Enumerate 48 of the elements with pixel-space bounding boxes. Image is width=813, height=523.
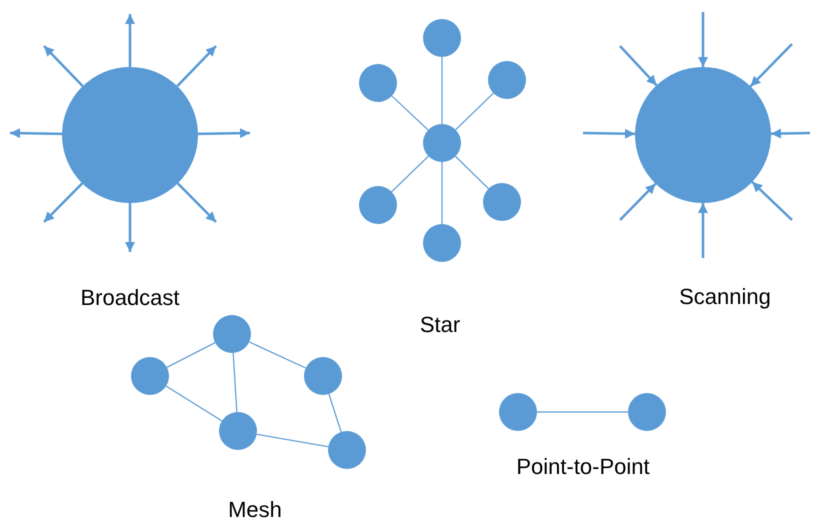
connector-line xyxy=(441,162,443,224)
topology-label: Point-to-Point xyxy=(516,454,650,480)
circle-node xyxy=(499,393,537,431)
connector-line xyxy=(256,434,328,448)
circle-node xyxy=(213,315,251,353)
connector-line xyxy=(441,57,443,124)
arrow xyxy=(751,181,793,221)
connector-line xyxy=(232,352,238,412)
circle-node xyxy=(488,61,526,99)
topology-label: Broadcast xyxy=(80,285,180,311)
arrow xyxy=(750,43,793,88)
arrow xyxy=(176,182,217,223)
connector-line xyxy=(455,92,494,130)
connector-line xyxy=(166,386,222,422)
arrow xyxy=(698,12,708,67)
circle-node xyxy=(423,124,461,162)
circle-node xyxy=(423,19,461,57)
arrow xyxy=(176,45,217,87)
arrow xyxy=(43,182,84,223)
circle-node xyxy=(423,224,461,262)
circle-node xyxy=(219,412,257,450)
arrow xyxy=(43,45,84,87)
arrow xyxy=(619,45,658,86)
circle-node xyxy=(483,183,521,221)
arrow xyxy=(698,203,708,258)
arrow xyxy=(125,203,135,252)
circle-node xyxy=(628,393,666,431)
arrow xyxy=(198,128,250,138)
connector-line xyxy=(391,156,429,192)
connector-line xyxy=(537,411,628,413)
arrow xyxy=(770,128,810,139)
connector-line xyxy=(328,394,342,432)
circle-node xyxy=(304,357,342,395)
arrow xyxy=(10,128,62,138)
arrow xyxy=(619,182,656,221)
topology-label: Mesh xyxy=(228,497,282,523)
arrow xyxy=(582,128,636,139)
topology-label: Star xyxy=(420,312,460,338)
circle-node xyxy=(359,186,397,224)
arrow xyxy=(125,14,135,67)
topology-label: Scanning xyxy=(679,284,771,310)
connector-line xyxy=(249,341,306,369)
circle-node xyxy=(359,64,397,102)
connector-line xyxy=(455,156,489,190)
circle-node xyxy=(328,431,366,469)
connector-line xyxy=(391,96,429,130)
circle-node xyxy=(131,357,169,395)
connector-line xyxy=(166,342,216,368)
